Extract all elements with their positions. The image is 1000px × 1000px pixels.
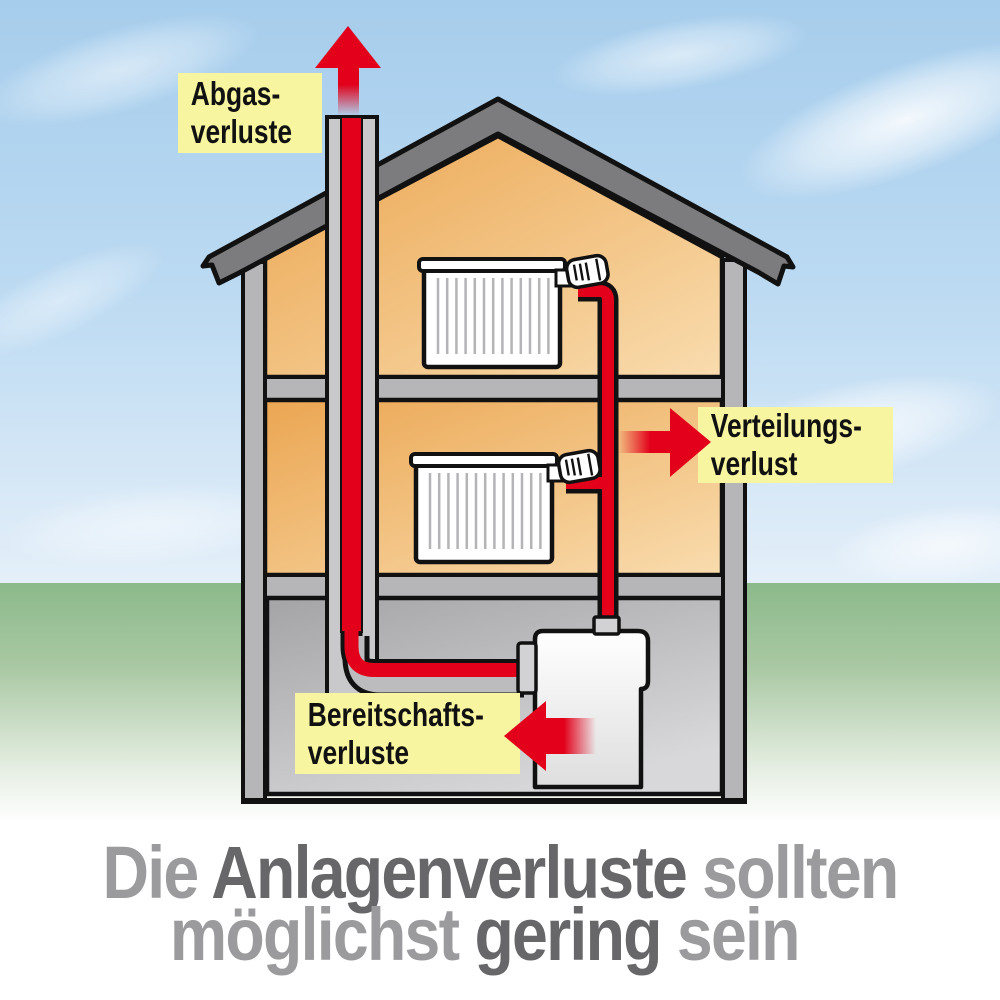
radiator-middle <box>409 448 602 565</box>
boiler-flue-connector <box>516 641 538 695</box>
caption: Die Anlagenverluste sollten möglichst ge… <box>65 836 935 972</box>
thermostat-valve-icon <box>556 448 602 485</box>
bereitschaft-line1: Bereitschafts- <box>307 695 484 733</box>
roof <box>200 96 796 287</box>
flue-gas-column <box>340 116 363 633</box>
verteilung-line1: Verteilungs- <box>710 407 862 444</box>
bereitschaft-label-bg <box>295 693 520 774</box>
verteilung-line2: verlust <box>710 445 798 482</box>
abgas-label-bg <box>178 73 322 153</box>
standby-loss-left-arrow-icon <box>504 701 596 771</box>
caption-line2-emphasis: gering <box>474 893 662 976</box>
caption-line1-emphasis: Anlagenverluste <box>211 831 688 914</box>
abgasverluste-label: Abgas- verluste <box>178 73 338 153</box>
caption-line1: Die Anlagenverluste sollten <box>65 836 935 910</box>
thermostat-valve-icon <box>564 253 610 290</box>
flue-connection-pipe <box>344 624 523 677</box>
caption-line2-pre: möglichst <box>169 893 475 976</box>
floor-slab-lower <box>243 573 747 600</box>
verteilungsverlust-label: Verteilungs- verlust <box>698 407 898 483</box>
boiler-top-connector <box>592 615 621 636</box>
floor-slab-upper <box>243 375 747 402</box>
radiator-upper <box>417 253 610 370</box>
radiator-fins <box>428 473 542 549</box>
caption-line1-pre: Die <box>102 831 212 914</box>
abgas-line1: Abgas- <box>190 75 281 112</box>
bereitschaft-line2: verluste <box>307 733 410 771</box>
right-wall <box>721 258 747 804</box>
abgas-line2: verluste <box>190 113 293 150</box>
caption-line2-post: sein <box>660 893 801 976</box>
flue-gas-up-arrow-icon <box>315 26 381 116</box>
distribution-loss-right-arrow-icon <box>618 408 711 477</box>
left-wall <box>241 260 267 804</box>
verteilung-label-bg <box>698 407 893 483</box>
clouds <box>0 13 1000 587</box>
caption-line2: möglichst gering sein <box>65 898 935 972</box>
radiator-fins <box>436 278 550 354</box>
caption-line1-post: sollten <box>686 831 899 914</box>
chimney <box>325 115 524 705</box>
bereitschaftsverluste-label: Bereitschafts- verluste <box>295 693 527 774</box>
